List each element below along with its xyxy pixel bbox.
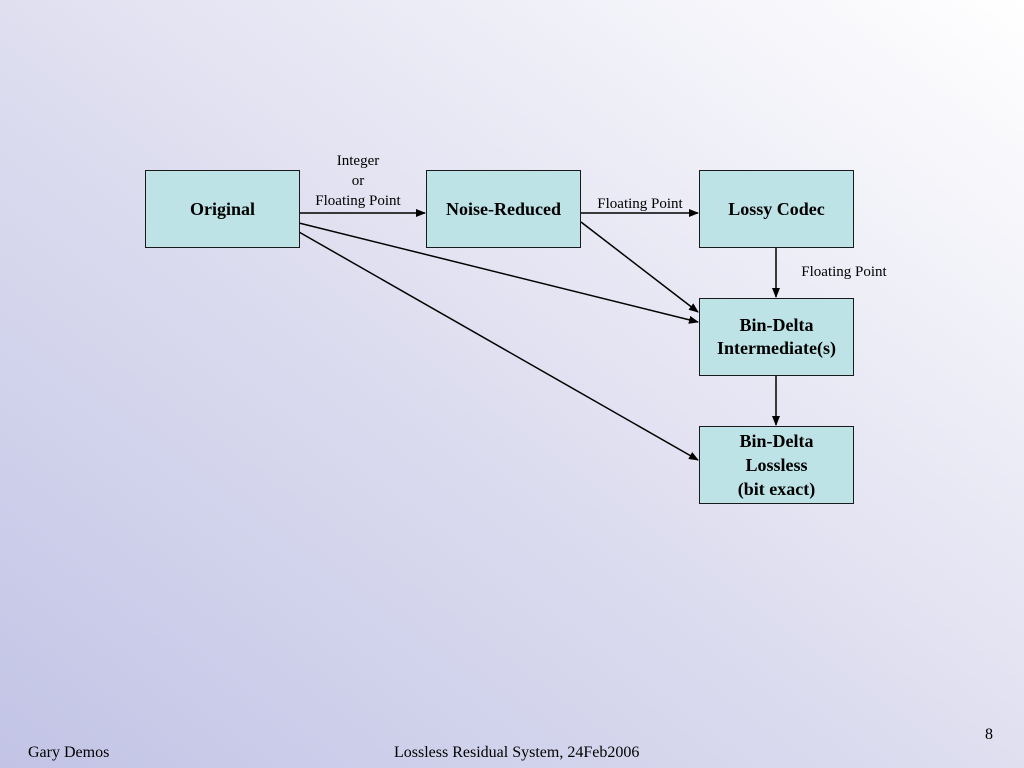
node-lossy-codec: Lossy Codec — [699, 170, 854, 248]
footer-author: Gary Demos — [28, 744, 110, 761]
arrow-noise-reduced-to-intermediate — [580, 221, 699, 313]
footer-title: Lossless Residual System, 24Feb2006 — [394, 744, 640, 761]
node-bin-delta-intermediate: Bin-Delta Intermediate(s) — [699, 298, 854, 376]
arrow-original-to-intermediate — [298, 222, 699, 324]
edge-label-integer-or-floating-point: Integer or Floating Point — [315, 153, 401, 209]
edge-label-floating-point-noise-to-lossy: Floating Point — [597, 196, 683, 212]
node-bin-delta-lossless: Bin-Delta Lossless (bit exact) — [699, 426, 854, 504]
edge-label-floating-point-lossy-to-intermediate: Floating Point — [801, 264, 887, 280]
node-noise-reduced: Noise-Reduced — [426, 170, 581, 248]
slide-number: 8 — [985, 726, 993, 743]
arrow-original-to-lossless — [298, 231, 699, 461]
node-original: Original — [145, 170, 300, 248]
